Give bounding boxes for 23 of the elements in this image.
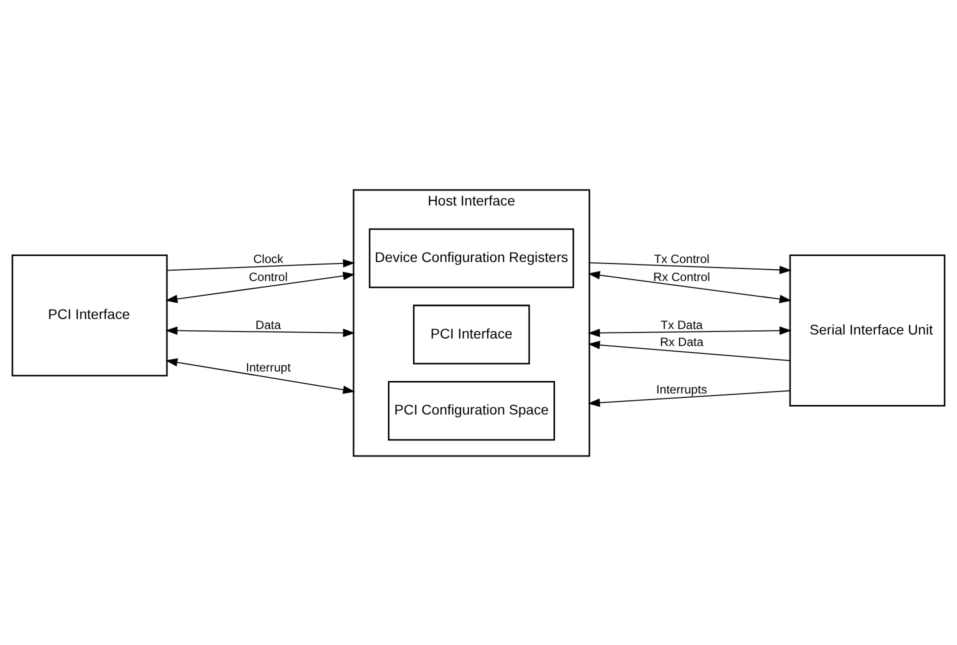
edge-label: Rx Data [660,334,704,349]
edge-label: Interrupts [656,382,708,396]
arrow [165,358,356,394]
arrow [589,262,792,274]
edge-label: Data [256,318,281,332]
node-box: PCI Interface [12,254,168,376]
arrow [588,390,790,406]
edge-label: Clock [253,251,284,266]
arrow [588,326,792,337]
edge-label: Interrupt [246,360,291,374]
node-box: Device Configuration Registers [368,228,574,288]
node-box: PCI Configuration Space [388,380,556,440]
edge-label: Tx Data [660,318,703,332]
arrow [588,340,790,361]
edge-label: Control [248,269,288,284]
node-box: PCI Interface [413,304,530,364]
node-box: Serial Interface Unit [789,254,946,406]
edge-label: Tx Control [654,251,710,266]
arrow [166,258,356,270]
edge-label: Rx Control [653,269,710,284]
arrow [588,270,792,303]
arrow [165,271,356,303]
arrow [165,326,356,337]
